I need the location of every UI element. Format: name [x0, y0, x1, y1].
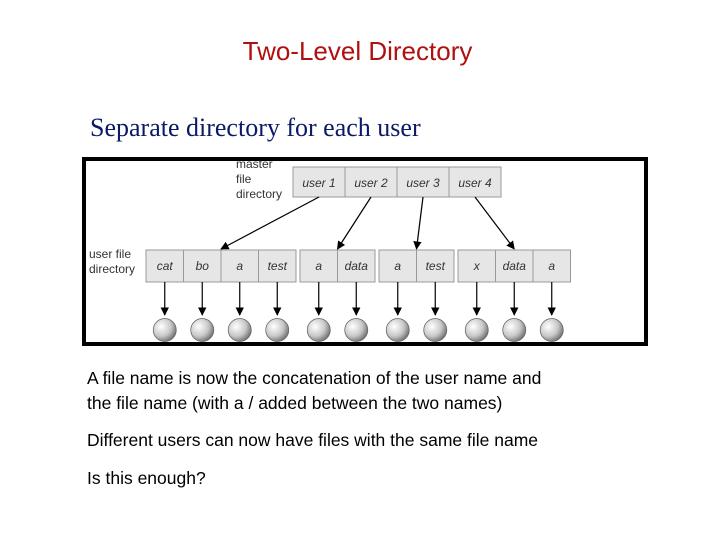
ufd-label-line: directory	[89, 262, 135, 276]
file-entry: test	[426, 259, 446, 273]
file-ball	[385, 318, 410, 342]
file-entry: a	[236, 259, 243, 273]
file-ball	[502, 318, 527, 342]
user-pointer-arrow-1	[220, 196, 320, 250]
file-entry: cat	[157, 259, 174, 273]
user-pointer-arrow-4	[474, 196, 515, 250]
file-ball	[539, 318, 564, 342]
file-entry: x	[473, 259, 481, 273]
user-entry-4: user 4	[458, 176, 492, 190]
file-ball	[227, 318, 252, 342]
user-pointer-arrow-2	[336, 196, 372, 250]
body-line-4: Is this enough?	[87, 468, 206, 488]
user-entry-1: user 1	[302, 176, 335, 190]
file-entry: a	[315, 259, 322, 273]
body-line-1: A file name is now the concatenation of …	[87, 368, 542, 388]
slide-subtitle: Separate directory for each user	[90, 113, 421, 142]
user-entry-3: user 3	[406, 176, 440, 190]
user-entry-2: user 2	[354, 176, 388, 190]
file-ball	[306, 318, 331, 342]
slide-title: Two-Level Directory	[242, 36, 473, 66]
ufd-label-line: user file	[89, 247, 131, 261]
file-entry: bo	[196, 259, 210, 273]
file-entry: data	[503, 259, 527, 273]
concatenation-note: A file name is now the concatenation of …	[87, 366, 687, 416]
body-line-2: the file name (with a / added between th…	[87, 393, 503, 413]
file-ball	[344, 318, 369, 342]
mfd-label-line: file	[236, 172, 252, 186]
file-entry: a	[394, 259, 401, 273]
file-ball	[190, 318, 215, 342]
body-line-3: Different users can now have files with …	[87, 430, 539, 450]
file-ball	[265, 318, 290, 342]
mfd-label-line: master	[236, 157, 273, 171]
user-directory-4	[457, 249, 571, 283]
file-entry: data	[345, 259, 369, 273]
file-entry: test	[268, 259, 288, 273]
user-pointer-arrow-3	[413, 196, 424, 250]
file-ball	[152, 318, 177, 342]
file-ball	[423, 318, 448, 342]
mfd-label-line: directory	[236, 187, 282, 201]
file-ball	[464, 318, 489, 342]
file-entry: a	[548, 259, 555, 273]
